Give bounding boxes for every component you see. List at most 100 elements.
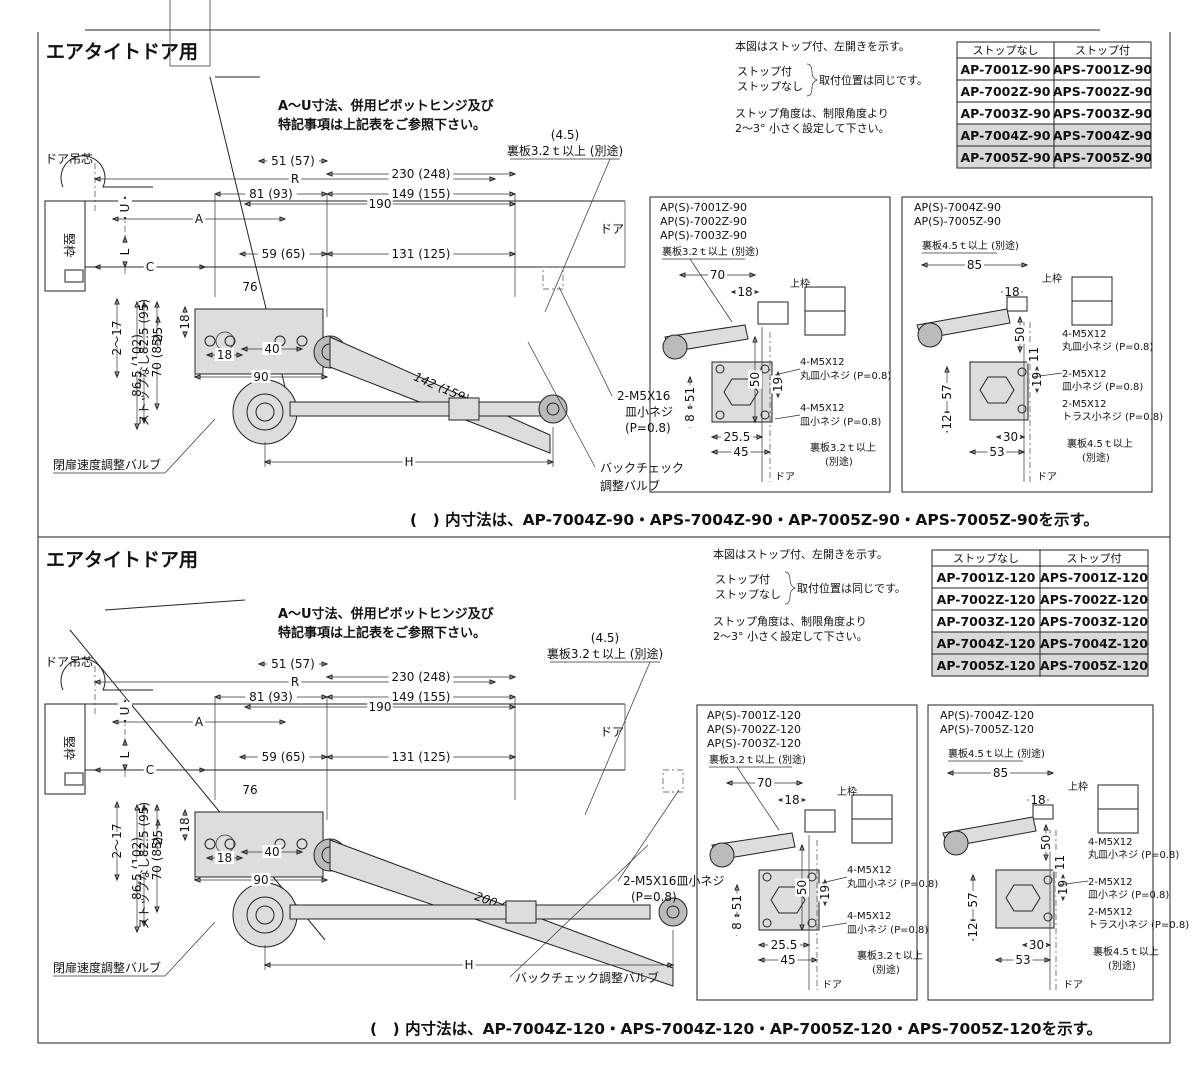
screw-callout: 皿小ネジ (P=0.8) [847, 924, 928, 936]
door-open-line [104, 599, 246, 611]
arrow [509, 251, 517, 257]
dim-81: 81 (93) [249, 690, 293, 704]
arrow [799, 843, 805, 851]
dim-18: 18 [784, 793, 799, 807]
label-bg [245, 690, 297, 703]
dim-H: H [464, 958, 473, 972]
dim-45: 45 [733, 445, 748, 459]
leader [821, 876, 848, 884]
dim-190: 190 [369, 197, 392, 211]
screw-hole [224, 838, 236, 850]
label-bg [731, 445, 751, 458]
rod-adjuster [448, 397, 480, 421]
dim-2-17: 2～17 [110, 321, 124, 356]
reference-note: 特記事項は上記表をご参照下さい。 [278, 625, 486, 641]
upper-frame-label: 上枠 [1068, 780, 1088, 793]
arrow [236, 352, 244, 358]
label-bg [151, 325, 165, 344]
dim-25.5: 25.5 [771, 938, 798, 952]
label-bg [748, 370, 762, 389]
arrow [93, 679, 101, 685]
footer-note: ( ) 内寸法は、AP-7004Z-90・APS-7004Z-90・AP-700… [410, 510, 1099, 529]
brace-label: ストップなし [737, 80, 803, 93]
door-label: ドア [600, 725, 624, 739]
backplate-label: 裏板3.2ｔ以上 (別途) [507, 143, 623, 158]
table-cell: APS-7001Z-120 [1040, 570, 1148, 585]
arrow [1017, 315, 1023, 323]
label-bg [288, 675, 302, 688]
backplate-label: 裏板3.2ｔ以上 [810, 441, 876, 454]
dim-70: 70 (85) [150, 837, 164, 881]
table-cell: AP-7001Z-120 [937, 570, 1036, 585]
screw-callout: 皿小ネジ (P=0.8) [1088, 889, 1169, 901]
arrow [710, 434, 718, 440]
label-bg [137, 856, 151, 875]
label-bg [151, 828, 165, 847]
arrow [678, 272, 686, 278]
rod-end [658, 897, 688, 927]
table-cell: APS-7002Z-90 [1053, 84, 1153, 99]
stop-note: 本図はストップ付、左開きを示す。 [735, 39, 910, 53]
arrow [238, 251, 246, 257]
screw-callout: 4-M5X12 [1062, 329, 1107, 340]
label-bg [966, 921, 980, 939]
frame-label: 竪枠 [62, 736, 76, 760]
arrow [114, 874, 120, 882]
arrow [114, 371, 120, 379]
arrow [1043, 854, 1049, 862]
arrow [134, 423, 140, 431]
label-bg [388, 690, 454, 703]
door-pivot-label: ドア吊芯 [45, 152, 93, 166]
main-arm [329, 336, 551, 454]
screw-callout: 2-M5X12 [1088, 907, 1133, 918]
upper-frame [804, 310, 846, 336]
dim-12: 12 [940, 414, 954, 429]
detail-frame [927, 704, 1154, 1001]
arrow [93, 767, 101, 773]
label-bg [143, 763, 157, 776]
dim-70: 70 [757, 776, 772, 790]
table-cell: APS-7005Z-120 [1040, 658, 1148, 673]
detail-left: AP(S)-7001Z-90AP(S)-7002Z-90AP(S)-7003Z-… [649, 196, 891, 493]
dim-51: 51 (57) [271, 154, 315, 168]
arrow [257, 661, 265, 667]
arrow [93, 176, 101, 182]
arrow [213, 694, 221, 700]
dim-76: 76 [242, 783, 257, 797]
arrow [279, 719, 287, 725]
detail-frame [649, 196, 891, 493]
leader [617, 789, 680, 882]
arrow [509, 694, 517, 700]
reference-note: 特記事項は上記表をご参照下さい。 [278, 117, 486, 133]
dim-18: 18 [737, 285, 752, 299]
label-bg [118, 746, 132, 764]
angle-note: 2～3° 小さく設定して下さい。 [713, 629, 868, 643]
dim-30: 30 [1003, 430, 1018, 444]
label-bg [991, 766, 1010, 779]
label-bg [178, 313, 192, 331]
closer-body [711, 361, 773, 423]
dim-40: 40 [264, 845, 279, 859]
screw-callout: 丸皿小ネジ (P=0.8) [847, 877, 938, 890]
arrow [114, 297, 120, 305]
table-cell: APS-7004Z-90 [1053, 128, 1153, 143]
dim-8: 8 [730, 922, 744, 930]
dim-C: C [146, 260, 154, 274]
screw-callout: 4-M5X12 [800, 357, 845, 368]
closer-body [758, 869, 820, 931]
table-cell: APS-7003Z-120 [1040, 614, 1148, 629]
label-bg [966, 891, 980, 909]
table-cell: APS-7002Z-120 [1040, 592, 1148, 607]
arrow [263, 962, 271, 968]
screw-callout: (P=0.8) [625, 421, 671, 435]
closer-body [194, 811, 324, 878]
backplate-block [1006, 296, 1028, 312]
backplate-label: (別途) [825, 455, 853, 468]
arrow [182, 305, 188, 313]
dim-R: R [291, 675, 299, 689]
label-bg [795, 878, 809, 897]
backplate-block [757, 301, 789, 325]
screw-callout: 皿小ネジ (P=0.8) [1062, 381, 1143, 393]
detail-frame [696, 704, 918, 1001]
